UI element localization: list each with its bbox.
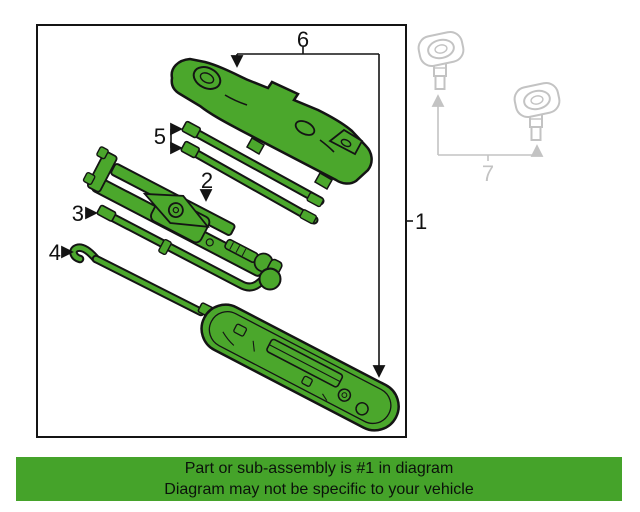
parts-diagram-canvas: 6 5 2 3 4 1 7 — [36, 24, 561, 438]
part-6-cover — [170, 57, 373, 191]
callout-leader-lines — [61, 47, 544, 378]
callout-4: 4 — [49, 240, 61, 265]
part-3-jack-handle — [96, 204, 282, 292]
part-2-jack — [82, 146, 283, 277]
notice-line-2: Diagram may not be specific to your vehi… — [164, 481, 474, 498]
callout-1: 1 — [415, 209, 427, 234]
callout-5: 5 — [154, 124, 166, 149]
notice-banner: Part or sub-assembly is #1 in diagram Di… — [16, 457, 622, 501]
notice-line-1: Part or sub-assembly is #1 in diagram — [184, 460, 454, 477]
assembly-box-border — [36, 24, 407, 438]
callout-7: 7 — [482, 161, 494, 186]
part-6-tray — [200, 303, 400, 432]
callout-3: 3 — [72, 201, 84, 226]
part-7-tpms-sensors — [417, 30, 561, 141]
callout-6: 6 — [297, 27, 309, 52]
callout-2: 2 — [201, 168, 213, 193]
part-5-extension-rods — [180, 120, 325, 225]
